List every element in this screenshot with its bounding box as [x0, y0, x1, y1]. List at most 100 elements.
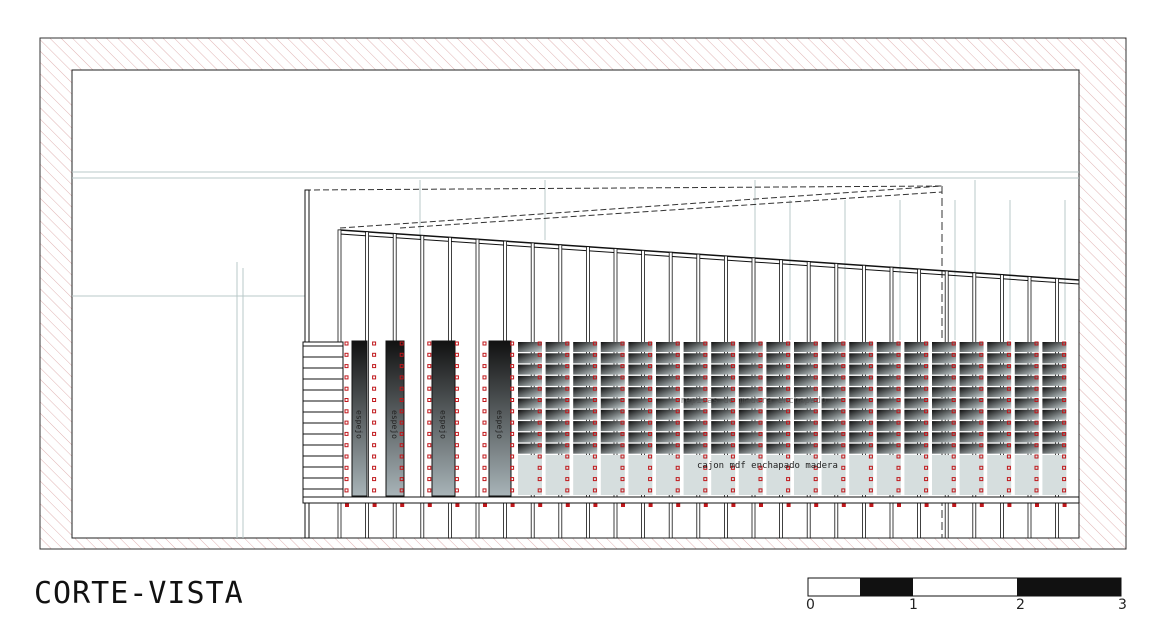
red-node [399, 364, 404, 369]
red-node [482, 477, 487, 482]
red-node [427, 375, 432, 380]
red-node [648, 341, 653, 346]
shelf-cell [821, 409, 846, 420]
red-footing [731, 502, 736, 507]
shelf-cell [683, 443, 708, 454]
shelf-cell [987, 364, 1012, 375]
red-node [896, 431, 901, 436]
red-node [979, 443, 984, 448]
red-node [454, 420, 459, 425]
red-node [951, 431, 956, 436]
shelf-cell [766, 443, 791, 454]
red-node [951, 465, 956, 470]
red-node [896, 375, 901, 380]
red-node [344, 431, 349, 436]
red-node [675, 375, 680, 380]
shelf-cell [904, 375, 929, 386]
red-node [648, 352, 653, 357]
red-node [730, 386, 735, 391]
red-footing [952, 502, 957, 507]
red-node [1062, 364, 1067, 369]
shelf-cell [821, 353, 846, 364]
red-node [399, 420, 404, 425]
shelf-cell [1014, 353, 1039, 364]
shelf-cell [711, 364, 736, 375]
red-node [813, 454, 818, 459]
red-node [924, 454, 929, 459]
red-node [344, 420, 349, 425]
red-node [924, 431, 929, 436]
red-node [592, 477, 597, 482]
drawer-cell [711, 455, 736, 495]
shelf-cell [573, 409, 598, 420]
red-footing [897, 502, 901, 507]
red-node [675, 431, 680, 436]
red-node [730, 465, 735, 470]
shelf-cell [849, 443, 874, 454]
red-node [427, 443, 432, 448]
red-node [537, 341, 542, 346]
shelf-cell [932, 409, 956, 420]
shelf-cell [766, 375, 791, 386]
red-node [565, 465, 570, 470]
red-node [565, 375, 570, 380]
red-node [344, 364, 349, 369]
scale-label-1: 1 [909, 597, 918, 613]
red-node [868, 454, 873, 459]
red-node [372, 431, 377, 436]
shelf-cell [628, 375, 653, 386]
red-node [786, 352, 791, 357]
shelf-cell [959, 398, 984, 409]
shelf-cell [794, 342, 818, 352]
red-node [399, 386, 404, 391]
red-node [372, 341, 377, 346]
red-footing [703, 502, 708, 507]
red-node [896, 454, 901, 459]
shelf-cell [849, 375, 874, 386]
red-node [1062, 420, 1067, 425]
red-node [482, 386, 487, 391]
shelf-cell [904, 432, 929, 443]
shelf-cell [656, 342, 680, 352]
shelf-cell [794, 409, 818, 420]
red-node [813, 431, 818, 436]
red-node [868, 477, 873, 482]
red-node [841, 352, 846, 357]
red-node [979, 431, 984, 436]
red-node [951, 409, 956, 414]
red-node [454, 443, 459, 448]
red-node [1034, 420, 1039, 425]
red-node [537, 454, 542, 459]
red-node [482, 352, 487, 357]
red-footing [372, 502, 377, 507]
red-node [1006, 431, 1011, 436]
drawer-cell [932, 455, 956, 495]
red-node [1006, 386, 1011, 391]
red-node [924, 420, 929, 425]
shelf-cell [987, 409, 1012, 420]
red-node [868, 488, 873, 493]
red-node [482, 465, 487, 470]
shelf-cell [683, 364, 708, 375]
red-node [730, 431, 735, 436]
shelf-cell [683, 398, 708, 409]
shelf-cell [545, 421, 570, 432]
drawer-cell [518, 455, 542, 495]
red-node [510, 488, 515, 493]
red-node [896, 420, 901, 425]
shelf-cell [738, 364, 763, 375]
red-footing [483, 502, 487, 507]
mirror-label: espejo [439, 410, 448, 439]
shelf-cell [711, 421, 736, 432]
red-node [454, 488, 459, 493]
red-node [399, 375, 404, 380]
red-node [786, 409, 791, 414]
base-beam [302, 496, 1080, 504]
red-node [786, 454, 791, 459]
shelf-cell [987, 375, 1012, 386]
shelf-cell [849, 364, 874, 375]
shelf-cell [738, 421, 763, 432]
shelf-cell [766, 398, 791, 409]
red-node [344, 341, 349, 346]
